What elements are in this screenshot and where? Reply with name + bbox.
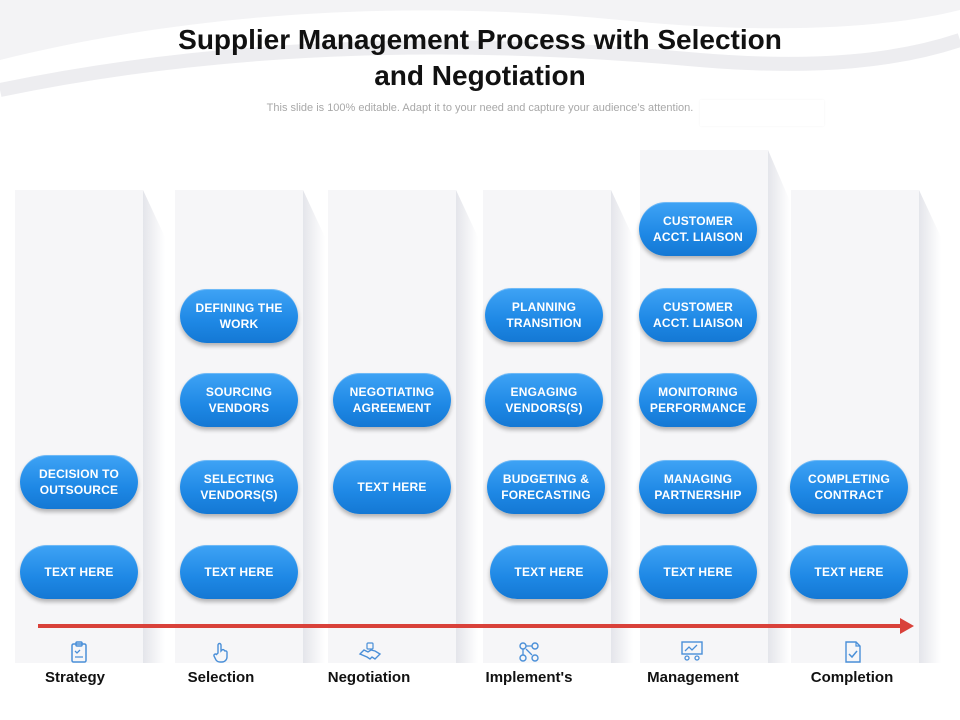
step-monitoring-performance[interactable]: MONITORING PERFORMANCE — [639, 373, 757, 427]
step-managing-partnership[interactable]: MANAGING PARTNERSHIP — [639, 460, 757, 514]
step-planning-transition[interactable]: PLANNING TRANSITION — [485, 288, 603, 342]
step-sourcing-vendors[interactable]: SOURCING VENDORS — [180, 373, 298, 427]
step-selecting-vendors[interactable]: SELECTING VENDORS(S) — [180, 460, 298, 514]
handshake-icon — [358, 642, 382, 660]
timeline-arrow — [38, 618, 914, 634]
step-completion-text-here[interactable]: TEXT HERE — [790, 545, 908, 599]
stage-label-negotiation: Negotiation — [327, 669, 411, 686]
page-title: Supplier Management Process with Selecti… — [100, 22, 860, 94]
step-defining-the-work[interactable]: DEFINING THE WORK — [180, 289, 298, 343]
step-engaging-vendors[interactable]: ENGAGING VENDORS(S) — [485, 373, 603, 427]
step-management-text-here[interactable]: TEXT HERE — [639, 545, 757, 599]
network-icon — [519, 642, 539, 662]
title-line-2: and Negotiation — [374, 60, 586, 91]
stage-label-management: Management — [647, 669, 739, 686]
subtitle: This slide is 100% editable. Adapt it to… — [266, 102, 694, 114]
hand-pointer-icon — [213, 642, 228, 663]
subtitle-box — [700, 100, 824, 126]
stage-label-completion: Completion — [810, 669, 894, 686]
step-selection-text-here[interactable]: TEXT HERE — [180, 545, 298, 599]
title-line-1: Supplier Management Process with Selecti… — [178, 24, 782, 55]
stage-label-implements: Implement's — [485, 669, 573, 686]
step-completing-contract[interactable]: COMPLETING CONTRACT — [790, 460, 908, 514]
clipboard-icon — [71, 641, 87, 663]
step-decision-to-outsource[interactable]: DECISION TO OUTSOURCE — [20, 455, 138, 509]
step-strategy-text-here[interactable]: TEXT HERE — [20, 545, 138, 599]
step-budgeting-forecasting[interactable]: BUDGETING & FORECASTING — [487, 460, 605, 514]
stage-label-strategy: Strategy — [44, 669, 106, 686]
background-swoosh — [0, 0, 960, 97]
step-customer-acct-liaison-2[interactable]: CUSTOMER ACCT. LIAISON — [639, 288, 757, 342]
stage-label-selection: Selection — [187, 669, 255, 686]
step-negotiation-text-here[interactable]: TEXT HERE — [333, 460, 451, 514]
step-implements-text-here[interactable]: TEXT HERE — [490, 545, 608, 599]
document-check-icon — [845, 641, 861, 663]
team-board-icon — [681, 641, 703, 661]
step-negotiating-agreement[interactable]: NEGOTIATING AGREEMENT — [333, 373, 451, 427]
step-customer-acct-liaison-1[interactable]: CUSTOMER ACCT. LIAISON — [639, 202, 757, 256]
